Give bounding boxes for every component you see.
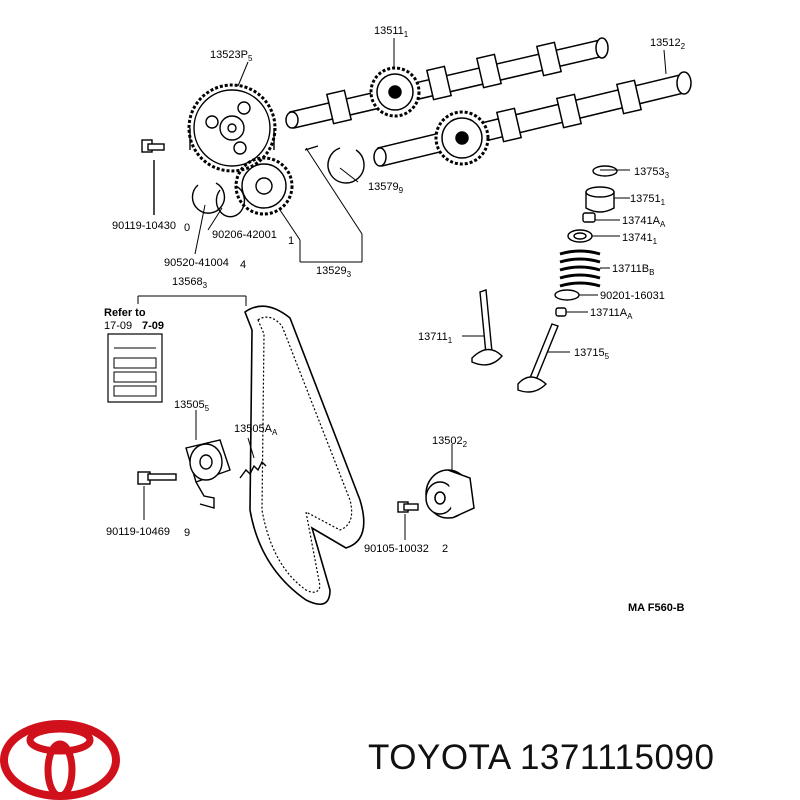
callout-13511: 135111 (374, 25, 409, 39)
callout-13741: 137411 (622, 232, 658, 246)
callout-90206-42001: 90206-42001 (212, 229, 277, 241)
callout-13753: 137533 (634, 166, 670, 180)
callout-90119-10430: 90119-10430 (112, 220, 176, 232)
callout-13579: 135799 (368, 181, 404, 195)
callout-90119-10469: 90119-10469 (106, 526, 170, 538)
callout-13502: 135022 (432, 435, 468, 449)
callout-13711b: 13711BB (612, 263, 654, 277)
callout-13711: 137111 (418, 331, 453, 345)
intake-valve-13711 (471, 289, 503, 366)
callout-90520-41004: 90520-41004 (164, 257, 229, 269)
tensioner-spring-13505A (239, 460, 267, 479)
callout-13529: 135293 (316, 265, 352, 279)
callout-13505a: 13505AA (234, 423, 278, 437)
belt-tensioner-13505 (185, 439, 231, 509)
callout-90105-10032: 90105-10032 (364, 543, 429, 555)
callout-13523p: 13523P5 (210, 49, 253, 63)
valve-components (554, 165, 618, 317)
qty-90520-41004: 4 (240, 259, 246, 271)
camshaft-13512 (373, 71, 692, 167)
timing-belt-13568 (244, 305, 365, 606)
bolt-90119-10430 (141, 139, 165, 215)
callout-13751: 137511 (630, 193, 666, 207)
refer-to-left-code: 17-09 (104, 320, 132, 332)
callout-13512: 135122 (650, 37, 686, 51)
toyota-logo-icon (0, 720, 120, 800)
qty-90105-10032: 2 (442, 543, 448, 555)
idler-pulley-13502 (425, 469, 475, 519)
exhaust-valve-13715 (517, 323, 559, 393)
callout-13568: 135683 (172, 276, 208, 290)
figure-code: MA F560-B (628, 602, 684, 614)
callout-13711a: 13711AA (590, 307, 633, 321)
camshaft-timing-pulley (187, 83, 277, 173)
leader-lines (137, 38, 667, 540)
callout-13715: 137155 (574, 347, 610, 361)
qty-90119-10469: 9 (184, 527, 190, 539)
camshaft-13511 (285, 37, 609, 129)
refer-to-box (107, 333, 163, 403)
callout-13741a: 13741AA (622, 215, 666, 229)
refer-to-right-code: 7-09 (142, 320, 164, 332)
qty-90119-10430: 0 (184, 222, 190, 234)
bolt-90105-10032 (397, 501, 419, 513)
snap-ring-set (191, 182, 246, 218)
refer-to-title: Refer to (104, 307, 146, 319)
qty-90206-42001: 1 (288, 235, 294, 247)
callout-13505: 135055 (174, 399, 210, 413)
bolt-90119-10469 (137, 471, 177, 485)
callout-90201-16031: 90201-16031 (600, 290, 665, 302)
brand-part-number: TOYOTA 1371115090 (368, 738, 715, 777)
camshaft-snap-ring (304, 145, 365, 184)
